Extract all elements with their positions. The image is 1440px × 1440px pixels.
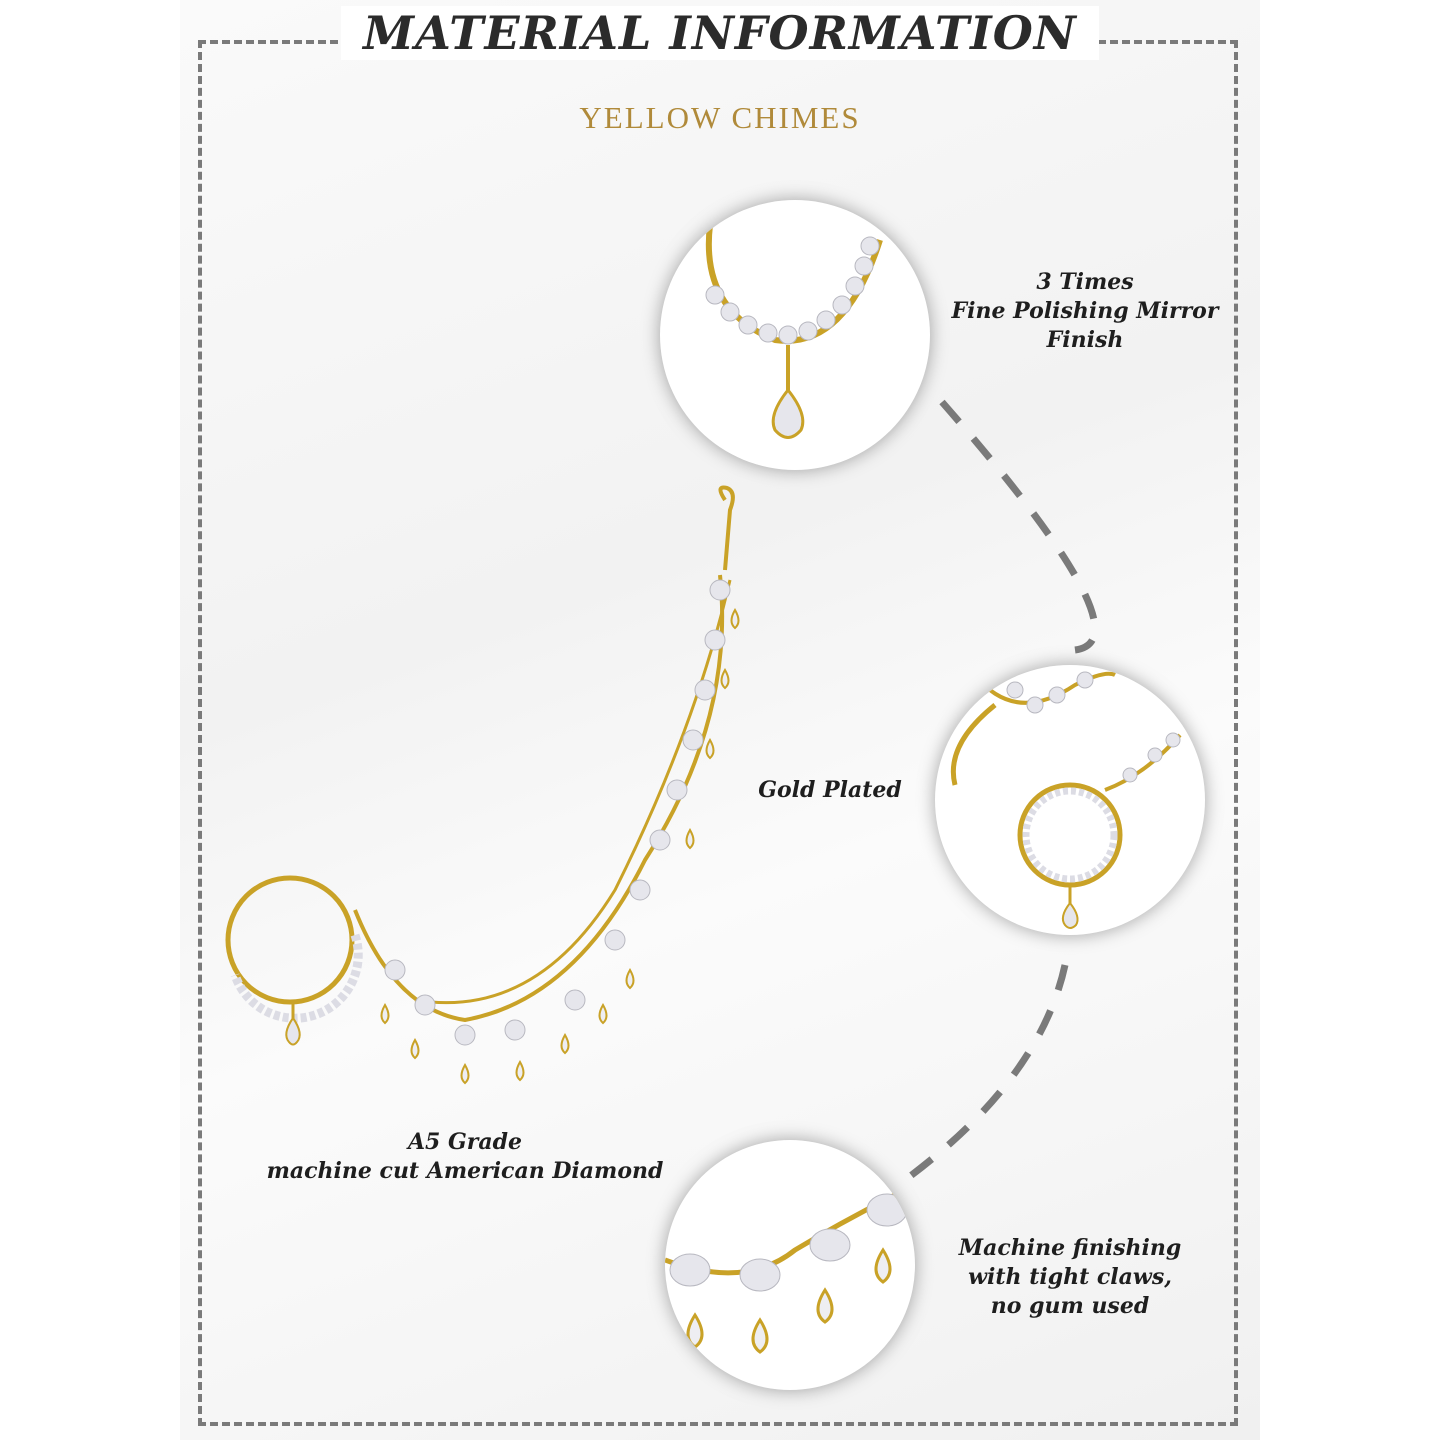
caption-stone: A5 Grade machine cut American Diamond xyxy=(240,1128,690,1186)
caption-stone-line-2: machine cut American Diamond xyxy=(266,1158,664,1184)
caption-stone-line-1: A5 Grade xyxy=(407,1129,523,1155)
detail-circle-polish xyxy=(660,200,930,470)
page-title-wrap: MATERIAL INFORMATION xyxy=(0,6,1440,60)
detail-circle-plating xyxy=(935,665,1205,935)
detail-circle-setting xyxy=(665,1140,915,1390)
nose-chain-product-image xyxy=(225,485,740,1085)
caption-polish-line-2: Fine Polishing Mirror xyxy=(951,298,1219,324)
caption-setting: Machine finishing with tight claws, no g… xyxy=(945,1234,1195,1321)
caption-setting-line-2: with tight claws, xyxy=(968,1264,1172,1290)
caption-polish-line-1: 3 Times xyxy=(1036,269,1134,295)
chain-closeup-image xyxy=(665,1187,908,1354)
caption-setting-line-3: no gum used xyxy=(990,1293,1150,1319)
caption-polish: 3 Times Fine Polishing Mirror Finish xyxy=(940,268,1230,355)
caption-plating: Gold Plated xyxy=(740,776,920,805)
brand-logo-text: YELLOW CHIMES xyxy=(579,100,861,135)
page-title: MATERIAL INFORMATION xyxy=(341,6,1099,60)
ring-and-chain-image xyxy=(950,671,1182,929)
caption-plating-line-1: Gold Plated xyxy=(758,777,902,803)
caption-setting-line-1: Machine finishing xyxy=(958,1235,1182,1261)
caption-polish-line-3: Finish xyxy=(1046,327,1124,353)
nose-ring-closeup-image xyxy=(705,224,883,439)
